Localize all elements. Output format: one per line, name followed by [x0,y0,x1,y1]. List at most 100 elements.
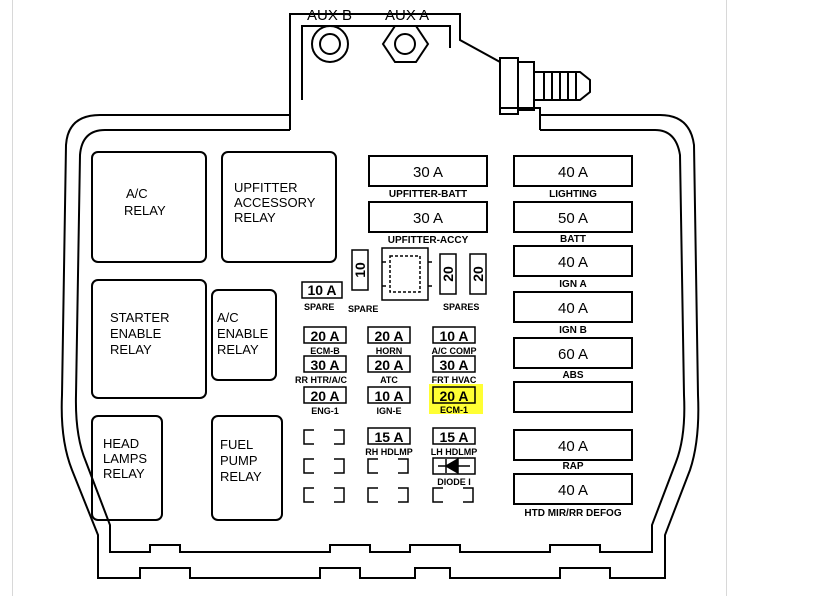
lh-hdlmp-label: LH HDLMP [431,447,478,457]
mini-fuse-rr-htr [303,355,347,373]
ign-b-label: IGN B [559,325,587,336]
batt-label: BATT [560,234,586,245]
diode-label: DIODE I [437,477,471,487]
maxi-fuse-defog [513,473,633,505]
spare-vert-20b-value: 20 [470,266,486,282]
head-lamps-relay [91,415,163,521]
ac-comp-value: 10 A [439,328,468,344]
rh-hdlmp-label: RH HDLMP [365,447,413,457]
housing-outline [60,114,700,579]
maxi-fuse-rap [513,429,633,461]
abs-value: 60 A [558,346,588,363]
ign-e-label: IGN-E [376,406,401,416]
aux-b-stud [311,25,349,63]
left-divider [12,0,13,596]
spare-fuse-vert-20b [469,253,487,295]
upfitter-accy-fuse [368,201,488,233]
fuel-pump-relay [211,415,283,521]
aux-a-label: AUX A [385,7,429,24]
defog-label: HTD MIR/RR DEFOG [524,508,621,519]
stud-tower [289,13,541,130]
starter-enable-relay [91,279,207,399]
eng-1-value: 20 A [310,388,339,404]
mini-fuse-lh-hdlmp [432,427,476,445]
ac-relay-line1: A/C [126,186,148,201]
housing-inner [74,129,686,553]
spare-vert-20a-value: 20 [440,266,456,282]
spare-fuse-10-value: 10 A [307,282,336,298]
upfitter-accy-label: UPFITTER-ACCY [388,235,469,246]
horn-value: 20 A [374,328,403,344]
mini-fuse-ign-e [367,386,411,404]
ign-e-value: 10 A [374,388,403,404]
rr-htr-value: 30 A [310,357,339,373]
headlamps-relay-line2: LAMPS [103,451,147,466]
terminal-bolt [499,57,591,115]
spare-fuse-vert-20a [439,253,457,295]
frt-hvac-label: FRT HVAC [432,375,477,385]
spare-label-2: SPARE [348,304,378,314]
maxi-fuse-ign-a [513,245,633,277]
atc-label: ATC [380,375,398,385]
rh-hdlmp-value: 15 A [374,429,403,445]
aux-b-label: AUX B [307,7,352,24]
ecm-1-label: ECM-1 [440,405,468,415]
maxi-fuse-ign-b [513,291,633,323]
spare-vert-10-value: 10 [352,262,368,278]
starter-relay-line1: STARTER [110,310,169,325]
ign-a-value: 40 A [558,254,588,271]
mini-fuse-rh-hdlmp [367,427,411,445]
mini-fuse-atc [367,355,411,373]
spare-fuse-10 [301,281,343,299]
ecm1-highlight [429,384,483,414]
ac-enable-relay-line1: A/C [217,310,239,325]
spares-label: SPARES [443,302,479,312]
mini-fuse-eng-1 [303,386,347,404]
maxi-fuse-empty [513,381,633,413]
upfitter-batt-label: UPFITTER-BATT [389,189,467,200]
upfitter-batt-value: 30 A [413,164,443,181]
ac-enable-relay [211,289,277,381]
ac-enable-relay-line3: RELAY [217,342,259,357]
fuel-pump-relay-line1: FUEL [220,437,253,452]
spare-fuse-vert-10 [351,249,369,291]
upfitter-accessory-relay [221,151,337,263]
defog-value: 40 A [558,482,588,499]
headlamps-relay-line1: HEAD [103,436,139,451]
lighting-value: 40 A [558,164,588,181]
diode-symbol [432,457,476,475]
spare-label-1: SPARE [304,302,334,312]
headlamps-relay-line3: RELAY [103,466,145,481]
upfitter-relay-line2: ACCESSORY [234,195,316,210]
ac-relay [91,151,207,263]
maxi-fuse-batt [513,201,633,233]
upfitter-accy-value: 30 A [413,210,443,227]
ign-b-value: 40 A [558,300,588,317]
rap-value: 40 A [558,438,588,455]
abs-label: ABS [562,370,583,381]
starter-relay-line3: RELAY [110,342,152,357]
rr-htr-label: RR HTR/A/C [295,375,347,385]
maxi-fuse-abs [513,337,633,369]
center-relay-socket [381,247,432,301]
mini-fuse-horn [367,326,411,344]
ecm-1-value: 20 A [439,388,468,404]
lh-hdlmp-value: 15 A [439,429,468,445]
ign-a-label: IGN A [559,279,586,290]
mini-fuse-ecm-b [303,326,347,344]
aux-a-stud [381,25,430,63]
ac-relay-line2: RELAY [124,203,166,218]
ac-comp-label: A/C COMP [432,346,477,356]
ecm-b-value: 20 A [310,328,339,344]
right-divider [726,0,727,596]
mini-fuse-ecm-1 [432,386,476,404]
upfitter-batt-fuse [368,155,488,187]
batt-value: 50 A [558,210,588,227]
lighting-label: LIGHTING [549,189,597,200]
fuel-pump-relay-line2: PUMP [220,453,258,468]
ecm-b-label: ECM-B [310,346,340,356]
empty-fuse-slots [303,429,474,503]
upfitter-relay-line3: RELAY [234,210,276,225]
eng-1-label: ENG-1 [311,406,339,416]
